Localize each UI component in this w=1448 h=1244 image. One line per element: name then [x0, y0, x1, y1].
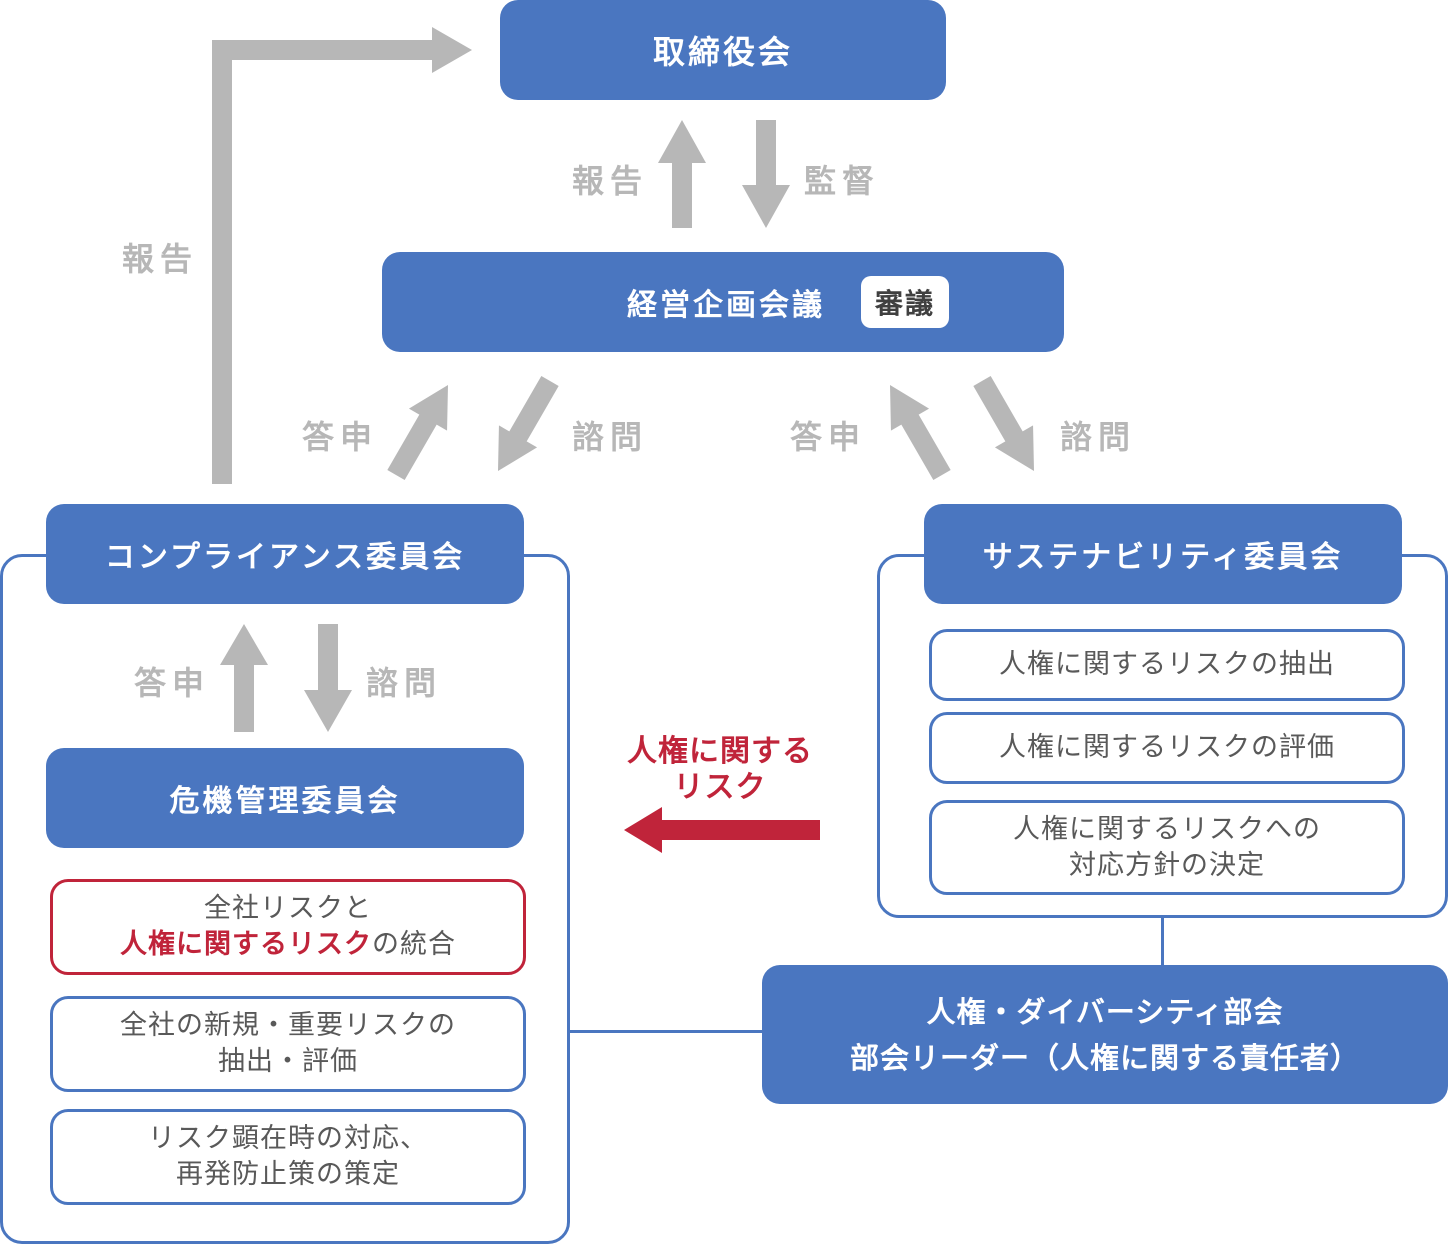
answer-right-arrow: [890, 384, 951, 481]
hr-diversity-subcommittee-node: 人権・ダイバーシティ部会 部会リーダー（人権に関する責任者）: [762, 965, 1448, 1104]
sustainability-task-policy: 人権に関するリスクへの 対応方針の決定: [929, 800, 1405, 895]
crisis-task-response: リスク顕在時の対応、 再発防止策の策定: [50, 1109, 526, 1205]
crisis-task-line: リスク顕在時の対応、: [148, 1123, 428, 1154]
crisis-task-line: 全社の新規・重要リスクの: [120, 1010, 456, 1041]
report-up-arrow: [658, 120, 706, 228]
crisis-task-extraction: 全社の新規・重要リスクの 抽出・評価: [50, 996, 526, 1092]
crisis-committee-node: 危機管理委員会: [46, 748, 524, 848]
consult-right-arrow: [973, 375, 1034, 472]
hr-subcommittee-title: 人権・ダイバーシティ部会: [926, 994, 1284, 1029]
crisis-task-line: 再発防止策の策定: [176, 1159, 400, 1190]
answer-right-label: 答申: [790, 418, 867, 456]
consult-right-label: 諮問: [1060, 418, 1137, 456]
supervise-label: 監督: [804, 162, 881, 200]
supervise-down-arrow: [742, 120, 790, 228]
compliance-committee-label: コンプライアンス委員会: [104, 540, 466, 575]
compliance-committee-node: コンプライアンス委員会: [46, 504, 524, 604]
board-node: 取締役会: [500, 0, 946, 100]
connector-sustainability-subcommittee: [1161, 916, 1164, 966]
board-label: 取締役会: [652, 33, 793, 71]
consult-left-arrow: [498, 375, 559, 472]
consult-left-label: 諮問: [572, 418, 649, 456]
crisis-task-line: 全社リスクと: [204, 893, 372, 924]
sustainability-task-extraction: 人権に関するリスクの抽出: [929, 629, 1405, 701]
crisis-task-integration: 全社リスクと 人権に関するリスクの統合: [50, 879, 526, 975]
risk-flow-label: 人権に関する リスク: [610, 734, 830, 806]
answer-inner-label: 答申: [134, 664, 211, 702]
crisis-task-line: の統合: [372, 929, 456, 960]
sustainability-task-line: 人権に関するリスクの評価: [999, 732, 1335, 763]
answer-inner-arrow: [220, 624, 268, 732]
crisis-task-line: 抽出・評価: [218, 1046, 358, 1077]
risk-flow-line: リスク: [673, 770, 767, 805]
sustainability-task-evaluation: 人権に関するリスクの評価: [929, 712, 1405, 784]
deliberation-badge: 審議: [860, 276, 949, 328]
risk-flow-line: 人権に関する: [627, 734, 813, 769]
risk-flow-arrow: [624, 807, 820, 853]
sustainability-committee-node: サステナビリティ委員会: [924, 504, 1402, 604]
sustainability-task-line: 人権に関するリスクの抽出: [999, 649, 1335, 680]
answer-left-arrow: [387, 384, 448, 481]
connector-compliance-subcommittee: [568, 1030, 764, 1033]
sustainability-task-line: 人権に関するリスクへの: [1013, 813, 1321, 845]
crisis-committee-label: 危機管理委員会: [169, 784, 401, 819]
sustainability-task-line: 対応方針の決定: [1069, 849, 1265, 881]
human-rights-risk-highlight: 人権に関するリスク: [120, 929, 372, 960]
report-center-label: 報告: [572, 162, 649, 200]
hr-subcommittee-leader: 部会リーダー（人権に関する責任者）: [849, 1040, 1360, 1075]
report-left-label: 報告: [122, 240, 199, 278]
management-meeting-node: 経営企画会議 審議: [382, 252, 1064, 352]
management-meeting-label: 経営企画会議: [626, 288, 825, 323]
consult-inner-arrow: [304, 624, 352, 732]
sustainability-committee-label: サステナビリティ委員会: [982, 540, 1344, 575]
consult-inner-label: 諮問: [366, 664, 443, 702]
answer-left-label: 答申: [302, 418, 379, 456]
